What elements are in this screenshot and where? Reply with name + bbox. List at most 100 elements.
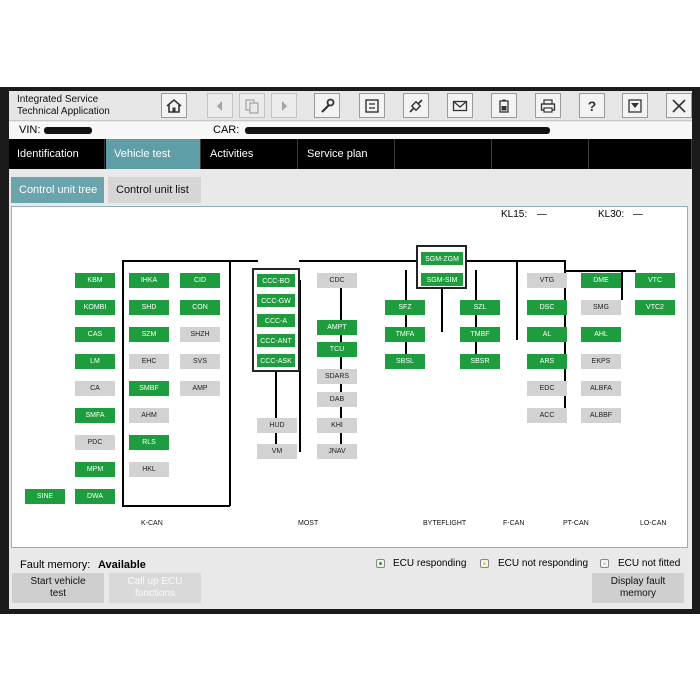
ecu-sbsl[interactable]: SBSL bbox=[385, 354, 425, 369]
ecu-ahl[interactable]: AHL bbox=[581, 327, 621, 342]
legend-responding: ECU responding bbox=[393, 558, 467, 569]
ecu-acc[interactable]: ACC bbox=[527, 408, 567, 423]
ecu-ccc-gw[interactable]: CCC-GW bbox=[256, 293, 296, 308]
ecu-mpm[interactable]: MPM bbox=[75, 462, 115, 477]
ecu-amp[interactable]: AMP bbox=[180, 381, 220, 396]
home-button[interactable] bbox=[161, 93, 187, 118]
print-button[interactable] bbox=[535, 93, 561, 118]
ecu-jnav[interactable]: JNAV bbox=[317, 444, 357, 459]
back-button[interactable] bbox=[207, 93, 233, 118]
copy-button[interactable] bbox=[239, 93, 265, 118]
forward-button[interactable] bbox=[271, 93, 297, 118]
ecu-cas[interactable]: CAS bbox=[75, 327, 115, 342]
main-bus-line bbox=[122, 260, 258, 262]
ecu-albbf[interactable]: ALBBF bbox=[581, 408, 621, 423]
battery-icon bbox=[499, 99, 509, 113]
bus-label-ptcan: PT-CAN bbox=[563, 520, 589, 527]
tab-identification[interactable]: Identification bbox=[9, 139, 105, 169]
ecu-dab[interactable]: DAB bbox=[317, 392, 357, 407]
compare-button[interactable] bbox=[359, 93, 385, 118]
ecu-ccc-ant[interactable]: CCC-ANT bbox=[256, 333, 296, 348]
vin-label: VIN: bbox=[19, 124, 41, 136]
ecu-sbsr[interactable]: SBSR bbox=[460, 354, 500, 369]
tab-control-unit-list[interactable]: Control unit list bbox=[108, 177, 201, 203]
vin-redacted bbox=[44, 127, 92, 134]
ecu-dsc[interactable]: DSC bbox=[527, 300, 567, 315]
kl15-label: KL15: bbox=[501, 209, 528, 220]
ecu-cdc[interactable]: CDC bbox=[317, 273, 357, 288]
ecu-hud[interactable]: HUD bbox=[257, 418, 297, 433]
arrow-right-icon bbox=[282, 100, 287, 111]
question-icon: ? bbox=[588, 98, 597, 114]
ecu-ccc-ask[interactable]: CCC-ASK bbox=[256, 353, 296, 368]
ecu-szl[interactable]: SZL bbox=[460, 300, 500, 315]
ecu-smg[interactable]: SMG bbox=[581, 300, 621, 315]
kcan-vertical bbox=[122, 260, 124, 506]
battery-button[interactable] bbox=[491, 93, 517, 118]
ecu-vtg[interactable]: VTG bbox=[527, 273, 567, 288]
kl15-value: — bbox=[537, 209, 547, 220]
fault-memory-label: Fault memory: bbox=[20, 559, 91, 571]
ecu-sine[interactable]: SINE bbox=[25, 489, 65, 504]
connection-button[interactable] bbox=[403, 93, 429, 118]
ecu-ihka[interactable]: IHKA bbox=[129, 273, 169, 288]
ecu-cid[interactable]: CID bbox=[180, 273, 220, 288]
ecu-smbf[interactable]: SMBF bbox=[129, 381, 169, 396]
tab-service-plan[interactable]: Service plan bbox=[299, 139, 395, 169]
ecu-dwa[interactable]: DWA bbox=[75, 489, 115, 504]
callup-button-line2: functions bbox=[134, 588, 176, 599]
ecu-ccc-a[interactable]: CCC-A bbox=[256, 313, 296, 328]
tab-control-unit-tree[interactable]: Control unit tree bbox=[11, 177, 104, 203]
ecu-ehc[interactable]: EHC bbox=[129, 354, 169, 369]
ecu-vtc2[interactable]: VTC2 bbox=[635, 300, 675, 315]
ecu-rls[interactable]: RLS bbox=[129, 435, 169, 450]
ecu-shzh[interactable]: SHZH bbox=[180, 327, 220, 342]
ecu-sdars[interactable]: SDARS bbox=[317, 369, 357, 384]
printer-icon bbox=[540, 98, 556, 113]
ecu-smfa[interactable]: SMFA bbox=[75, 408, 115, 423]
tools-button[interactable] bbox=[314, 93, 340, 118]
ecu-ahm[interactable]: AHM bbox=[129, 408, 169, 423]
ecu-tcu[interactable]: TCU bbox=[317, 342, 357, 357]
ecu-pdc[interactable]: PDC bbox=[75, 435, 115, 450]
ecu-al[interactable]: AL bbox=[527, 327, 567, 342]
ecu-ekps[interactable]: EKPS bbox=[581, 354, 621, 369]
ecu-tmbf[interactable]: TMBF bbox=[460, 327, 500, 342]
app-title-line1: Integrated Service bbox=[17, 94, 99, 105]
ecu-sfz[interactable]: SFZ bbox=[385, 300, 425, 315]
ecu-tmfa[interactable]: TMFA bbox=[385, 327, 425, 342]
ecu-svs[interactable]: SVS bbox=[180, 354, 220, 369]
ecu-albfa[interactable]: ALBFA bbox=[581, 381, 621, 396]
ecu-szm[interactable]: SZM bbox=[129, 327, 169, 342]
ecu-ars[interactable]: ARS bbox=[527, 354, 567, 369]
ecu-edc[interactable]: EDC bbox=[527, 381, 567, 396]
tab-activities[interactable]: Activities bbox=[202, 139, 298, 169]
tab-vehicle-test[interactable]: Vehicle test bbox=[106, 139, 201, 169]
close-button[interactable] bbox=[666, 93, 692, 118]
ecu-sgm-zgm[interactable]: SGM-ZGM bbox=[420, 251, 464, 266]
ecu-lm[interactable]: LM bbox=[75, 354, 115, 369]
ecu-khi[interactable]: KHI bbox=[317, 418, 357, 433]
ecu-sgm-sim[interactable]: SGM-SIM bbox=[420, 272, 464, 287]
ecu-kombi[interactable]: KOMBI bbox=[75, 300, 115, 315]
ecu-ca[interactable]: CA bbox=[75, 381, 115, 396]
ecu-ampt[interactable]: AMPT bbox=[317, 320, 357, 335]
ecu-ccc-bo[interactable]: CCC-BO bbox=[256, 273, 296, 288]
tab-empty-3 bbox=[590, 139, 692, 169]
byteflight-center bbox=[441, 287, 443, 332]
help-button[interactable]: ? bbox=[579, 93, 605, 118]
ecu-dme[interactable]: DME bbox=[581, 273, 621, 288]
ecu-shd[interactable]: SHD bbox=[129, 300, 169, 315]
ecu-hkl[interactable]: HKL bbox=[129, 462, 169, 477]
ecu-con[interactable]: CON bbox=[180, 300, 220, 315]
ecu-vtc[interactable]: VTC bbox=[635, 273, 675, 288]
legend-responding-icon bbox=[376, 559, 385, 568]
kcan-vertical-right bbox=[229, 260, 231, 506]
ecu-vm[interactable]: VM bbox=[257, 444, 297, 459]
mail-button[interactable] bbox=[447, 93, 473, 118]
ecu-kbm[interactable]: KBM bbox=[75, 273, 115, 288]
download-button[interactable] bbox=[622, 93, 648, 118]
